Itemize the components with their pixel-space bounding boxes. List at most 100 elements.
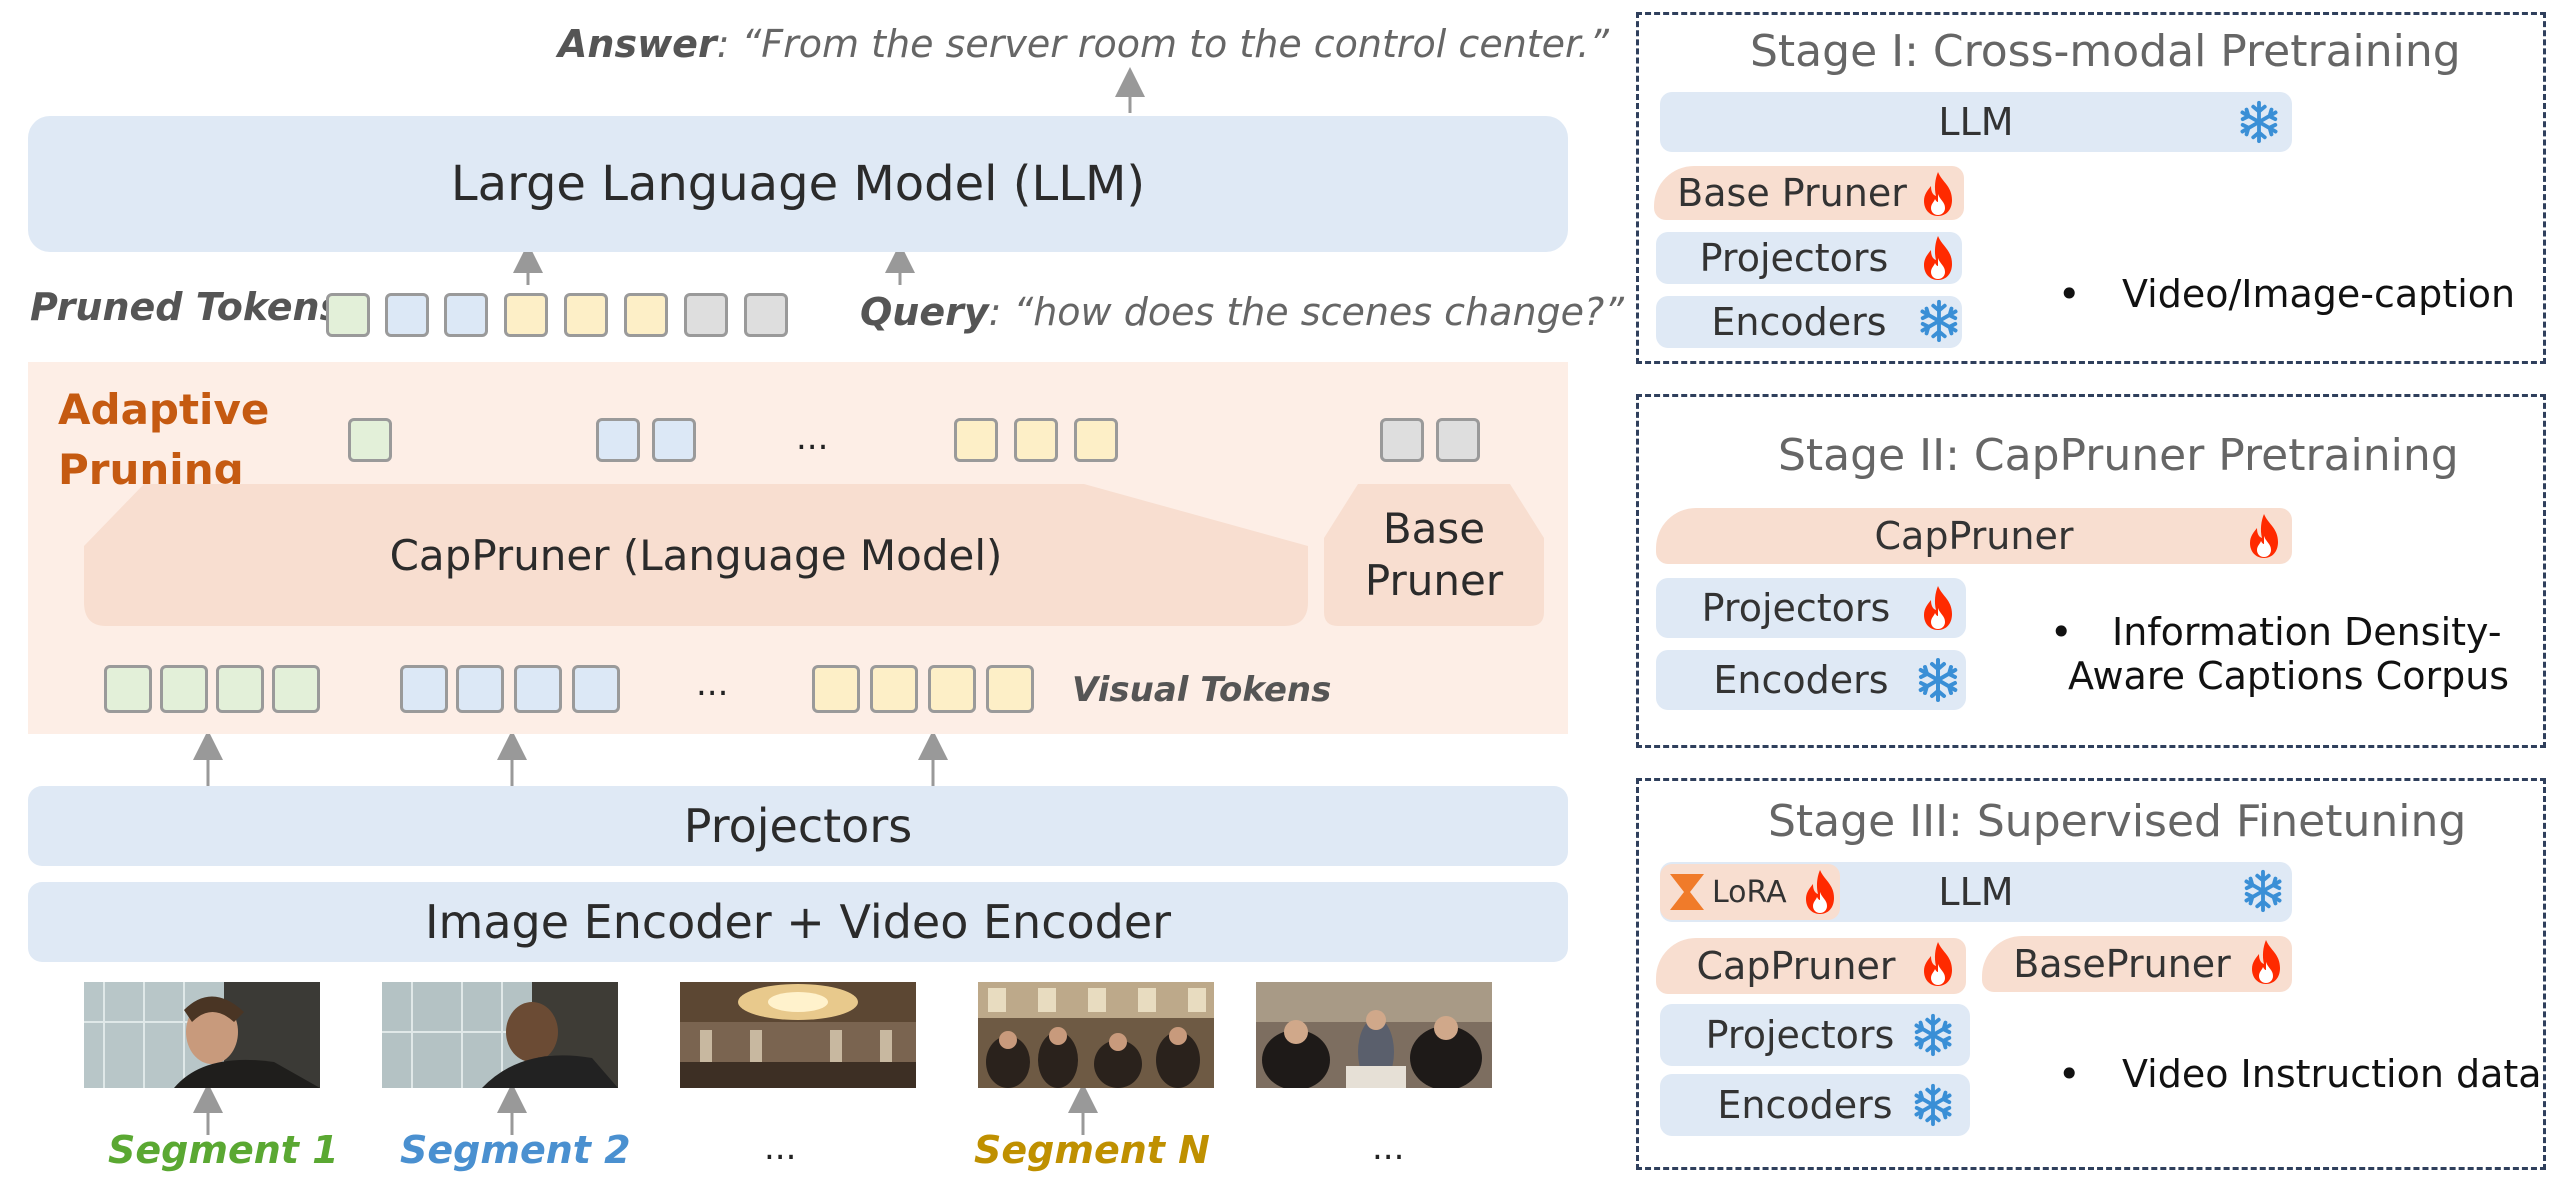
base-pruner-box: Base Pruner xyxy=(1324,490,1544,620)
visual-ellipsis: ... xyxy=(696,664,729,704)
stage-1-encoders: Encoders xyxy=(1656,296,1962,348)
pruned-tokens-label: Pruned Tokens xyxy=(30,285,343,329)
stage-3-title: Stage III: Supervised Finetuning xyxy=(1768,796,2467,847)
cappruner-box: CapPruner (Language Model) xyxy=(84,484,1308,626)
pruned-token xyxy=(385,293,429,337)
stage-1-data: Video/Image-caption xyxy=(2122,272,2516,316)
snowflake-icon xyxy=(1910,1082,1956,1128)
stage-2-data-line2: Aware Captions Corpus xyxy=(2068,654,2510,698)
stage-1-llm-label: LLM xyxy=(1938,100,2014,144)
visual-token xyxy=(812,665,860,713)
visual-token xyxy=(514,665,562,713)
selected-token xyxy=(1014,418,1058,462)
stage-2-box xyxy=(1636,394,2546,748)
snowflake-icon xyxy=(1916,298,1962,344)
visual-token xyxy=(160,665,208,713)
selected-ellipsis: ... xyxy=(796,418,829,458)
stage-3-projectors-label: Projectors xyxy=(1705,1013,1895,1057)
stage-3-projectors: Projectors xyxy=(1660,1004,1970,1066)
base-pruner-shape xyxy=(1324,484,1544,626)
stage-3-bullet: • xyxy=(2058,1052,2081,1096)
visual-token xyxy=(870,665,918,713)
selected-token xyxy=(348,418,392,462)
fire-icon xyxy=(1918,584,1958,632)
stage-1-box xyxy=(1636,12,2546,364)
stage-3-basepruner: BasePruner xyxy=(1982,936,2292,992)
snowflake-icon xyxy=(1910,1012,1956,1058)
stage-1-projectors: Projectors xyxy=(1656,232,1962,284)
stage-1-encoders-label: Encoders xyxy=(1711,300,1887,344)
snowflake-icon xyxy=(2240,868,2286,914)
selected-token xyxy=(1436,418,1480,462)
stage-1-llm: LLM xyxy=(1660,92,2292,152)
stage-3-lora-label: LoRA xyxy=(1712,874,1787,910)
encoder-label: Image Encoder + Video Encoder xyxy=(424,895,1172,949)
segment-ellipsis-2: ... xyxy=(1372,1128,1405,1168)
frame-thumbnail-1 xyxy=(84,982,320,1088)
stage-2-data-line1: Information Density- xyxy=(2112,610,2502,654)
projectors-box: Projectors xyxy=(28,786,1568,866)
stage-1-projectors-label: Projectors xyxy=(1699,236,1889,280)
frame-thumbnail-4 xyxy=(978,982,1214,1088)
adaptive-pruning-label: Adaptive Pruning xyxy=(58,380,269,500)
stage-1-bullet: • xyxy=(2058,272,2081,316)
fire-icon xyxy=(1918,170,1958,218)
encoder-box: Image Encoder + Video Encoder xyxy=(28,882,1568,962)
selected-token xyxy=(1380,418,1424,462)
stage-2-cappruner: CapPruner xyxy=(1656,508,2292,564)
query-label: Query xyxy=(860,290,989,334)
selected-token xyxy=(954,418,998,462)
snowflake-icon xyxy=(2236,99,2282,145)
projectors-label: Projectors xyxy=(683,799,913,853)
segment-ellipsis-1: ... xyxy=(764,1128,797,1168)
stage-1-base-pruner: Base Pruner xyxy=(1654,166,1964,220)
snowflake-icon xyxy=(1914,656,1962,704)
adaptive-line1: Adaptive xyxy=(58,385,270,434)
base-pruner-line1: Base xyxy=(1382,504,1486,553)
stage-3-lora: LoRA xyxy=(1660,864,1840,920)
stage-3-encoders: Encoders xyxy=(1660,1074,1970,1136)
frame-thumbnail-3 xyxy=(680,982,916,1088)
stage-3-encoders-label: Encoders xyxy=(1717,1083,1893,1127)
visual-tokens-label: Visual Tokens xyxy=(1072,670,1332,710)
base-pruner-line2: Pruner xyxy=(1364,556,1504,605)
pruned-token xyxy=(444,293,488,337)
selected-token xyxy=(596,418,640,462)
visual-token xyxy=(986,665,1034,713)
query-text: Query: “how does the scenes change?” xyxy=(860,290,1624,334)
query-content: : “how does the scenes change?” xyxy=(988,290,1624,334)
pruned-token xyxy=(326,293,370,337)
cappruner-shape xyxy=(84,484,1308,626)
visual-token xyxy=(456,665,504,713)
segment-2-label: Segment 2 xyxy=(400,1128,631,1172)
pruned-token xyxy=(624,293,668,337)
fire-icon xyxy=(2244,512,2284,560)
stage-2-title: Stage II: CapPruner Pretraining xyxy=(1778,430,2459,481)
cappruner-label: CapPruner (Language Model) xyxy=(389,530,1003,580)
stage-3-data: Video Instruction data xyxy=(2122,1052,2542,1096)
visual-token xyxy=(572,665,620,713)
segment-1-label: Segment 1 xyxy=(108,1128,339,1172)
stage-2-bullet: • xyxy=(2050,610,2073,654)
visual-token xyxy=(216,665,264,713)
stage-2-encoders-label: Encoders xyxy=(1713,658,1889,702)
llm-label: Large Language Model (LLM) xyxy=(450,156,1146,212)
pruned-token xyxy=(744,293,788,337)
visual-token xyxy=(104,665,152,713)
frame-thumbnail-5 xyxy=(1256,982,1492,1088)
llm-box: Large Language Model (LLM) xyxy=(28,116,1568,252)
stage-3-llm-label: LLM xyxy=(1938,870,2014,914)
visual-token xyxy=(272,665,320,713)
visual-token xyxy=(400,665,448,713)
visual-token xyxy=(928,665,976,713)
fire-icon xyxy=(2246,938,2286,986)
answer-label: Answer xyxy=(558,22,717,66)
stage-3-cappruner-label: CapPruner xyxy=(1696,944,1896,988)
lora-hourglass-icon xyxy=(1670,874,1704,910)
fire-icon xyxy=(1918,234,1958,282)
pruned-token xyxy=(684,293,728,337)
frame-thumbnail-2 xyxy=(382,982,618,1088)
stage-3-box xyxy=(1636,778,2546,1170)
stage-3-cappruner: CapPruner xyxy=(1656,938,1966,994)
stage-2-encoders: Encoders xyxy=(1656,650,1966,710)
